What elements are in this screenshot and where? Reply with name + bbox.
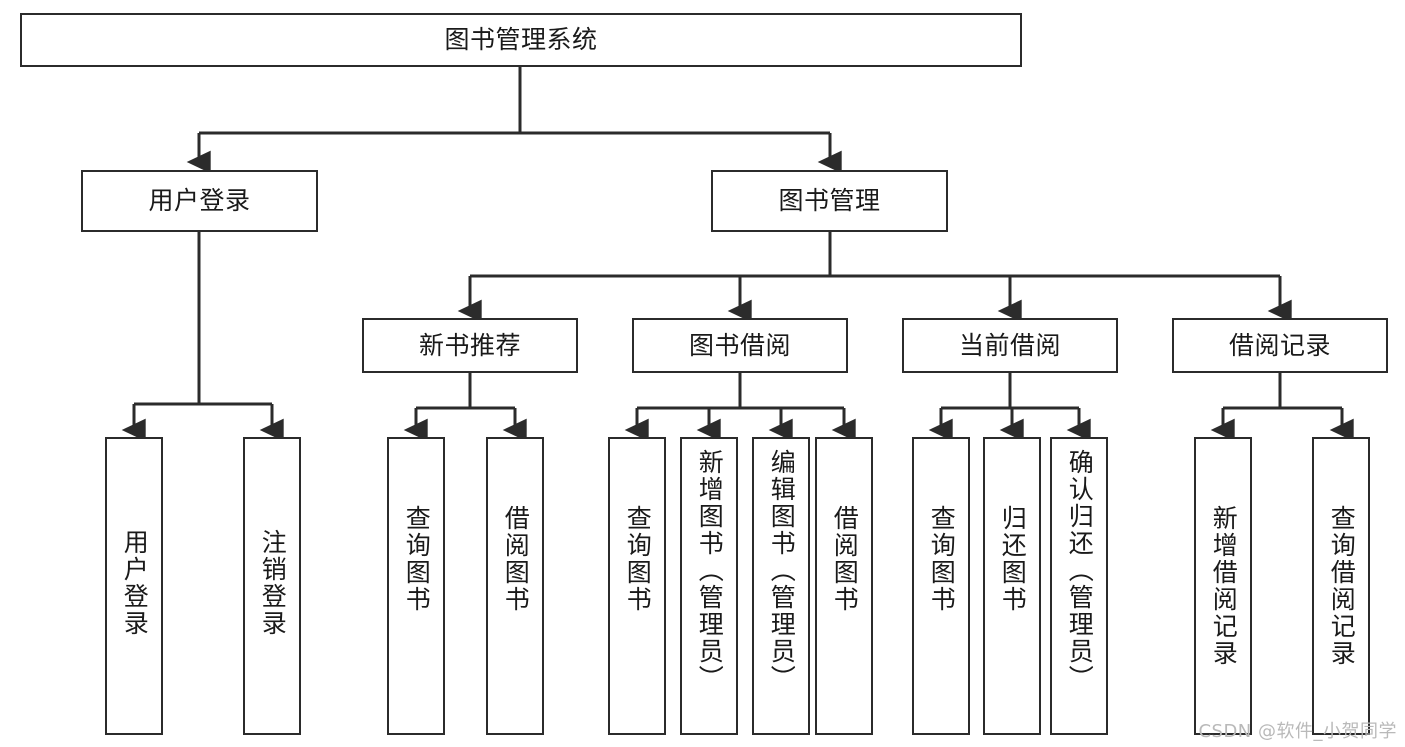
node-user-login[interactable]: 用户登录	[81, 170, 318, 232]
node-leaf-add-record[interactable]: 新增借阅记录	[1194, 437, 1252, 735]
node-leaf-query-record[interactable]: 查询借阅记录	[1312, 437, 1370, 735]
node-label: 图书管理	[778, 186, 881, 216]
node-book-management-system[interactable]: 图书管理系统	[20, 13, 1022, 67]
node-label: 查询图书	[402, 505, 432, 613]
node-leaf-borrow-book-2[interactable]: 借阅图书	[815, 437, 873, 735]
node-label: 图书管理系统	[444, 25, 598, 55]
node-leaf-edit-book[interactable]: 编辑图书（管理员）	[752, 437, 810, 735]
node-leaf-add-book[interactable]: 新增图书（管理员）	[680, 437, 738, 735]
node-leaf-query-book-3[interactable]: 查询图书	[912, 437, 970, 735]
node-label: 编辑图书（管理员）	[767, 449, 797, 692]
node-label: 借阅图书	[501, 505, 531, 613]
node-label: 当前借阅	[958, 330, 1061, 360]
node-label: 查询图书	[927, 505, 957, 613]
node-label: 确认归还（管理员）	[1065, 449, 1095, 692]
node-label: 新增借阅记录	[1209, 505, 1239, 667]
node-label: 用户登录	[120, 529, 150, 637]
node-book-management[interactable]: 图书管理	[711, 170, 948, 232]
node-leaf-user-login[interactable]: 用户登录	[105, 437, 163, 735]
node-label: 查询图书	[623, 505, 653, 613]
node-label: 借阅记录	[1228, 330, 1331, 360]
node-leaf-query-book-2[interactable]: 查询图书	[608, 437, 666, 735]
node-label: 新增图书（管理员）	[695, 449, 725, 692]
node-label: 查询借阅记录	[1327, 505, 1357, 667]
node-leaf-borrow-book-1[interactable]: 借阅图书	[486, 437, 544, 735]
node-label: 新书推荐	[418, 330, 521, 360]
node-label: 用户登录	[148, 186, 251, 216]
node-label: 归还图书	[998, 505, 1028, 613]
node-borrow-record[interactable]: 借阅记录	[1172, 318, 1388, 373]
node-label: 借阅图书	[830, 505, 860, 613]
node-new-book-recommend[interactable]: 新书推荐	[362, 318, 578, 373]
node-current-borrow[interactable]: 当前借阅	[902, 318, 1118, 373]
node-label: 图书借阅	[688, 330, 791, 360]
node-leaf-confirm-return[interactable]: 确认归还（管理员）	[1050, 437, 1108, 735]
node-leaf-query-book-1[interactable]: 查询图书	[387, 437, 445, 735]
node-leaf-return-book[interactable]: 归还图书	[983, 437, 1041, 735]
node-label: 注销登录	[258, 529, 288, 637]
node-leaf-logout-login[interactable]: 注销登录	[243, 437, 301, 735]
node-book-borrow[interactable]: 图书借阅	[632, 318, 848, 373]
